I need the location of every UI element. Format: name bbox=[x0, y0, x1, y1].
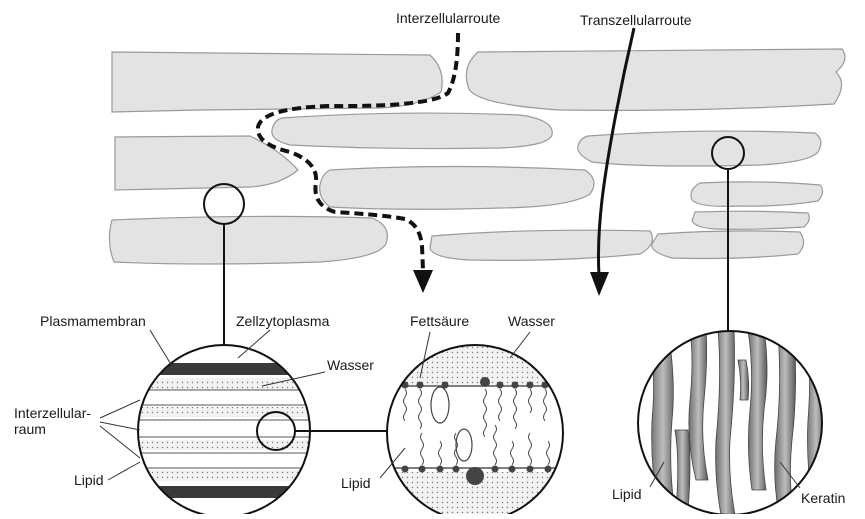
intercellular-space-label-line1: Interzellular- bbox=[14, 405, 91, 421]
cell-5 bbox=[578, 131, 821, 166]
intercellular-route-label: Interzellularroute bbox=[396, 10, 500, 26]
water-label-middle: Wasser bbox=[508, 313, 555, 329]
cell-3 bbox=[272, 113, 552, 148]
transcellular-arrow-head bbox=[590, 272, 609, 296]
cell-6 bbox=[320, 167, 594, 210]
cell-7 bbox=[691, 182, 823, 207]
lipid-label-middle: Lipid bbox=[341, 475, 371, 491]
cell-cytoplasm-label: Zellzytoplasma bbox=[236, 313, 329, 329]
transcellular-route-label: Transzellularroute bbox=[580, 12, 692, 28]
lipid-label-right: Lipid bbox=[612, 486, 642, 502]
cell-2 bbox=[466, 49, 845, 110]
right-detail-circle bbox=[638, 330, 826, 514]
corneocyte-layer bbox=[109, 49, 844, 264]
cell-8 bbox=[692, 211, 809, 229]
fatty-acid-label: Fettsäure bbox=[410, 313, 469, 329]
plasma-membrane-top bbox=[130, 363, 320, 375]
middle-detail-circle bbox=[380, 345, 570, 514]
intercellular-space-label-line2: raum bbox=[14, 421, 46, 437]
plasma-membrane-label: Plasmamembran bbox=[40, 313, 146, 329]
lipid-label-left: Lipid bbox=[74, 472, 104, 488]
cell-10 bbox=[430, 230, 652, 260]
keratin-label: Keratin bbox=[801, 490, 845, 506]
water-label-left: Wasser bbox=[327, 357, 374, 373]
cell-9 bbox=[109, 216, 387, 264]
intercellular-arrow-head bbox=[413, 270, 433, 293]
